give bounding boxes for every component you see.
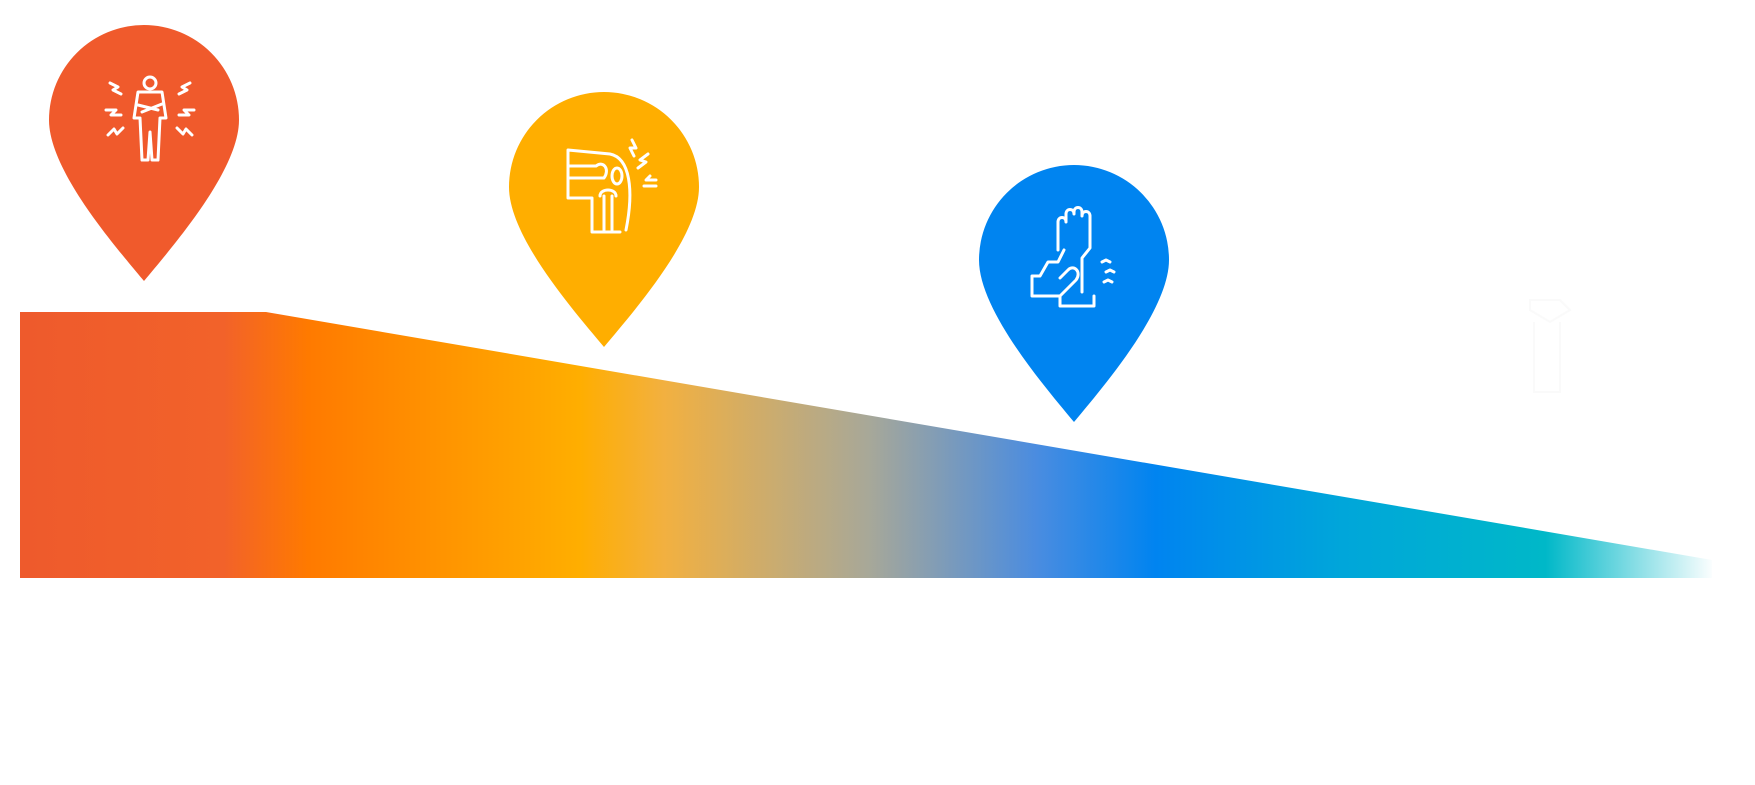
wrist-pain-icon [1030,206,1116,308]
relief-icon [1529,299,1572,393]
pin-stage-1 [49,25,239,281]
knee-joint-pain-icon [566,138,658,234]
full-body-pain-icon [104,75,196,162]
pin-stage-2 [509,92,699,347]
map-pin-blue [979,165,1169,422]
pin-stage-3 [979,165,1169,422]
pin-stage-4 [1455,241,1645,492]
declining-gradient-band [20,312,1712,578]
map-pin-orange [49,25,239,281]
map-pin-white [1455,241,1645,492]
